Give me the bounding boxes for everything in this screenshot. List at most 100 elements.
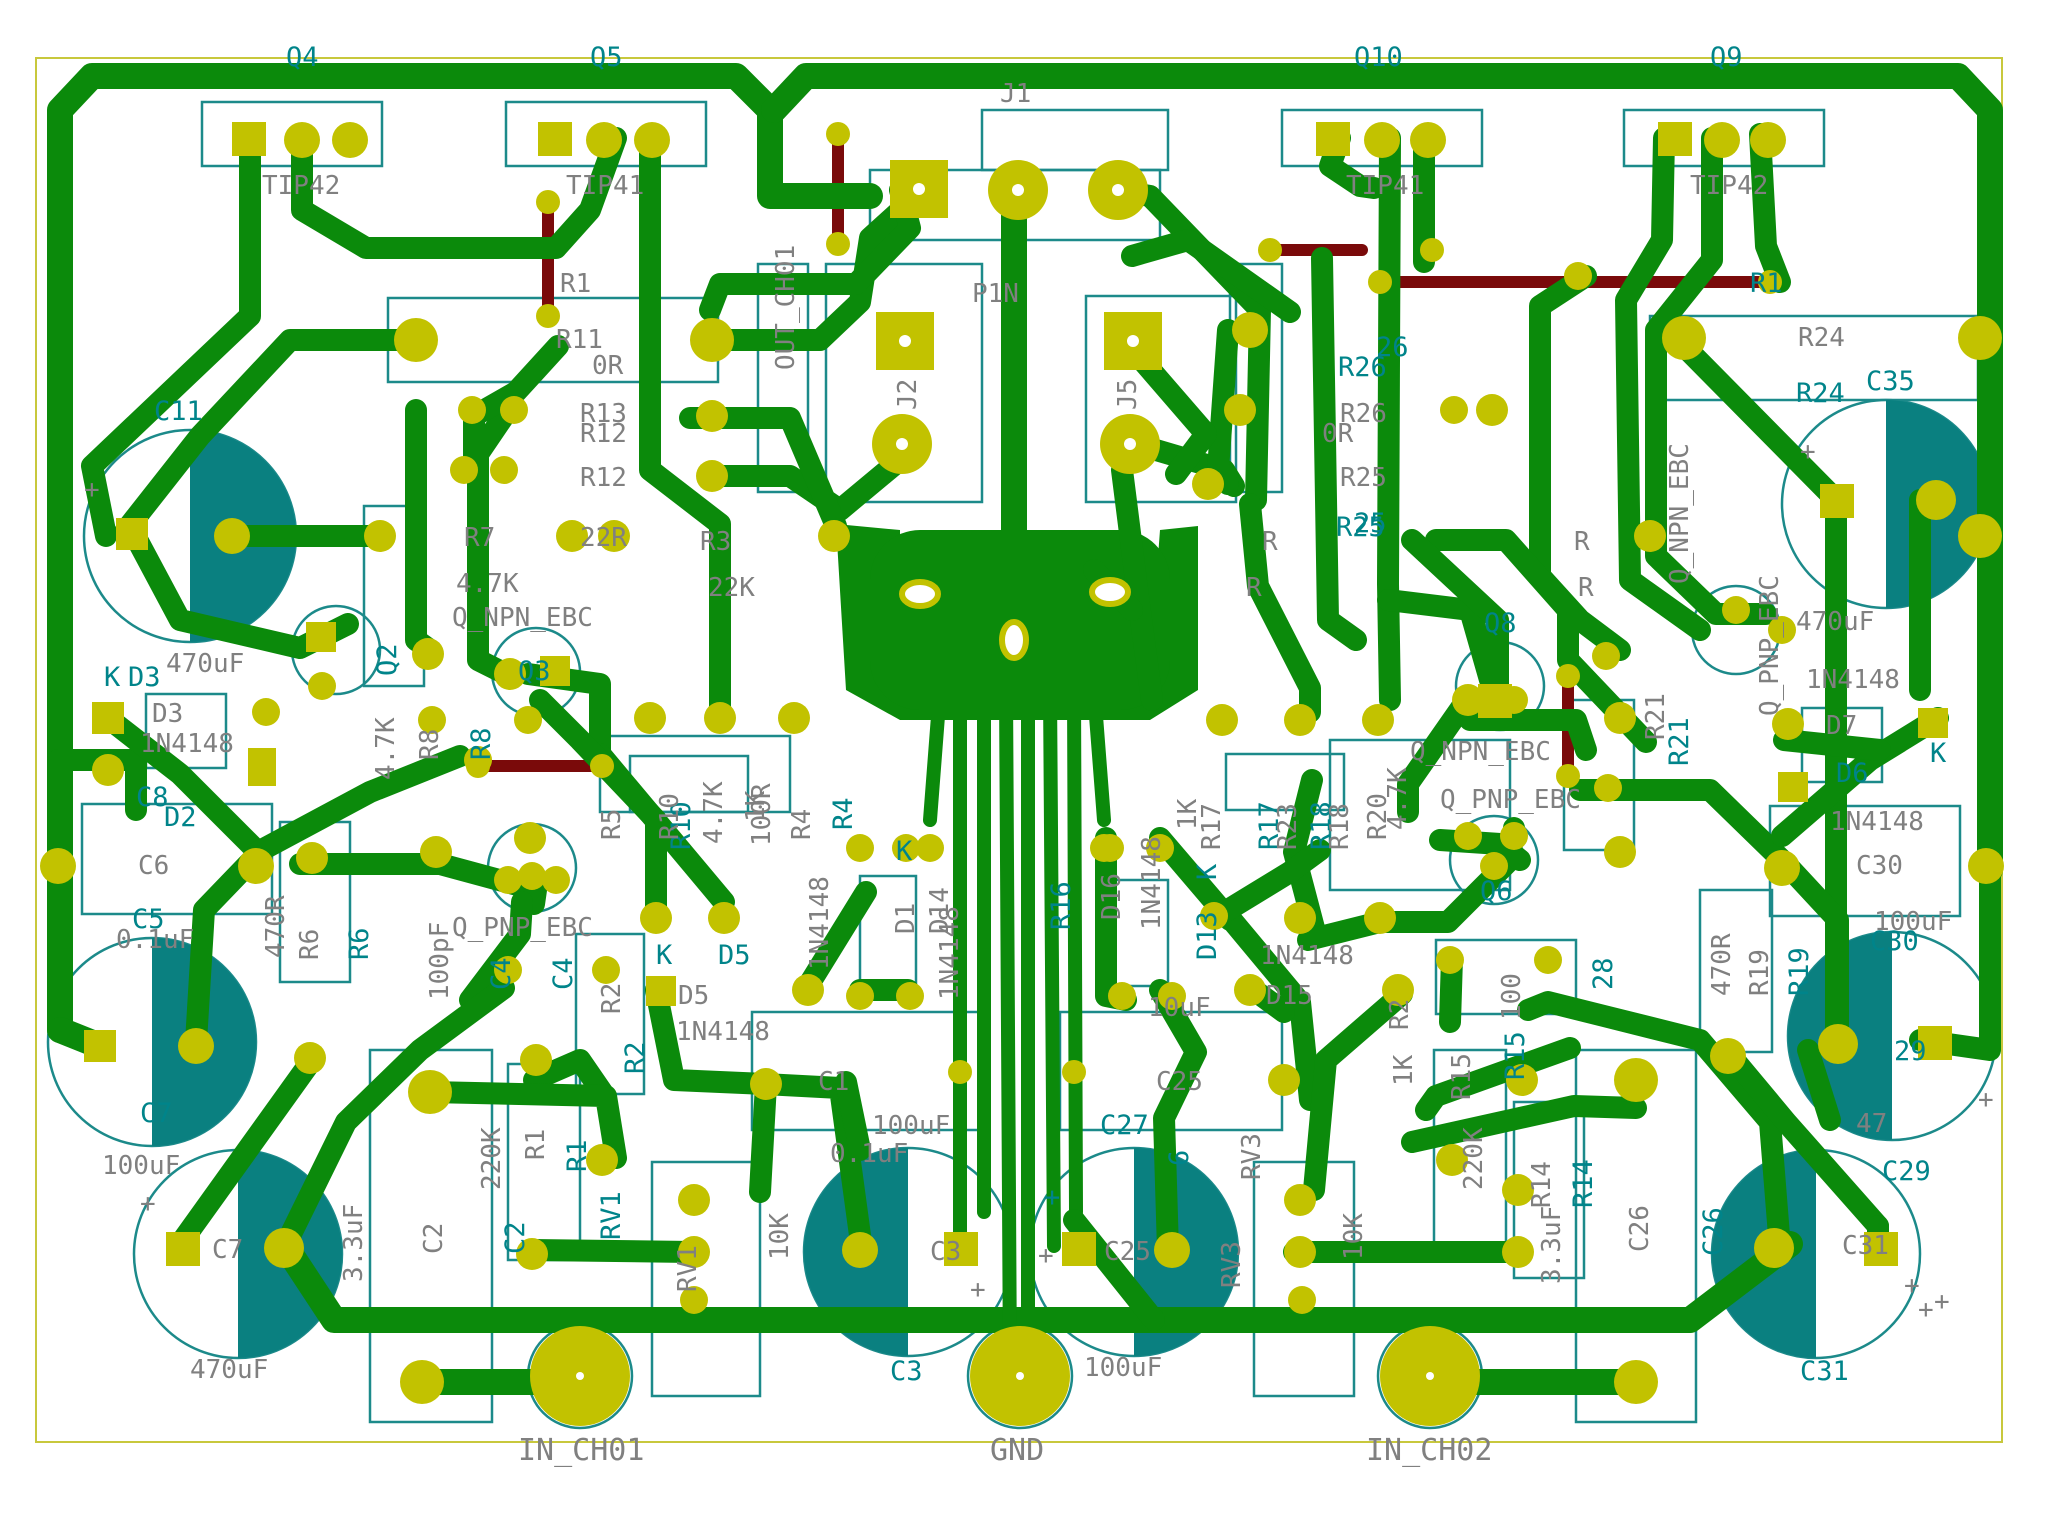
svg-text:C27: C27 xyxy=(1100,1110,1149,1141)
svg-text:K: K xyxy=(656,940,673,971)
svg-text:22R: 22R xyxy=(580,523,627,553)
svg-text:R20: R20 xyxy=(1363,793,1393,840)
svg-text:R4: R4 xyxy=(787,809,817,840)
svg-text:Q2: Q2 xyxy=(372,643,403,676)
svg-text:47: 47 xyxy=(1856,1109,1887,1139)
svg-text:Q5: Q5 xyxy=(590,42,623,73)
svg-text:28: 28 xyxy=(1588,957,1619,990)
svg-text:470R: 470R xyxy=(1707,933,1737,996)
svg-text:R: R xyxy=(1262,527,1278,557)
svg-text:R1: R1 xyxy=(560,269,591,299)
svg-text:C4: C4 xyxy=(548,957,579,990)
svg-text:R19: R19 xyxy=(1745,949,1775,996)
svg-text:D1: D1 xyxy=(891,903,921,934)
svg-text:K: K xyxy=(104,662,121,693)
svg-text:D3: D3 xyxy=(152,699,183,729)
svg-text:R18: R18 xyxy=(1325,803,1355,850)
svg-text:1N4148: 1N4148 xyxy=(1260,941,1354,971)
svg-text:C26: C26 xyxy=(1625,1205,1655,1252)
svg-text:+: + xyxy=(140,1189,156,1219)
svg-text:220K: 220K xyxy=(1459,1127,1489,1190)
svg-text:RV1: RV1 xyxy=(596,1191,627,1240)
svg-text:TIP42: TIP42 xyxy=(1690,171,1768,201)
svg-text:C30: C30 xyxy=(1856,851,1903,881)
svg-text:C3: C3 xyxy=(930,1237,961,1267)
svg-text:+: + xyxy=(1934,1287,1950,1317)
svg-text:R6: R6 xyxy=(295,929,325,960)
svg-text:R26: R26 xyxy=(1338,352,1387,383)
svg-text:D13: D13 xyxy=(1192,911,1223,960)
svg-text:4.7K: 4.7K xyxy=(699,781,729,844)
pad-holes xyxy=(576,183,1434,1380)
svg-text:+: + xyxy=(970,1275,986,1305)
svg-text:+: + xyxy=(1978,1085,1994,1115)
svg-text:J1: J1 xyxy=(1000,79,1031,109)
svg-text:22K: 22K xyxy=(708,573,755,603)
svg-text:P1N: P1N xyxy=(972,279,1019,309)
svg-text:+: + xyxy=(1904,1271,1920,1301)
svg-text:C8: C8 xyxy=(136,782,169,813)
svg-text:10K: 10K xyxy=(765,1213,795,1260)
svg-text:R24: R24 xyxy=(1798,323,1845,353)
svg-text:0.1uF: 0.1uF xyxy=(116,925,194,955)
svg-text:K: K xyxy=(896,836,913,867)
silkscreen-labels: Q4 Q5 Q10 Q9 TIP42 TIP41 TIP41 TIP42 R1 … xyxy=(84,42,1994,1387)
svg-text:0R: 0R xyxy=(592,351,624,381)
svg-text:100uF: 100uF xyxy=(102,1151,180,1181)
svg-text:C7: C7 xyxy=(212,1235,243,1265)
svg-text:R8: R8 xyxy=(415,729,445,760)
svg-text:R18: R18 xyxy=(1306,801,1337,850)
svg-text:470R: 470R xyxy=(261,895,291,958)
svg-text:Q_NPN_EBC: Q_NPN_EBC xyxy=(452,603,593,633)
front-copper xyxy=(47,63,2003,1395)
svg-text:1N4148: 1N4148 xyxy=(805,876,835,970)
svg-text:4.7K: 4.7K xyxy=(456,569,519,599)
svg-text:R24: R24 xyxy=(1796,378,1845,409)
svg-text:C7: C7 xyxy=(140,1098,173,1129)
svg-text:TIP42: TIP42 xyxy=(262,171,340,201)
svg-text:C35: C35 xyxy=(1866,366,1915,397)
svg-text:0R: 0R xyxy=(1322,419,1354,449)
svg-text:Q3: Q3 xyxy=(518,656,551,687)
svg-text:+: + xyxy=(84,475,100,505)
svg-text:RV1: RV1 xyxy=(673,1245,703,1292)
svg-text:D2: D2 xyxy=(164,802,197,833)
svg-text:10K: 10K xyxy=(1339,1213,1369,1260)
svg-text:Q_NPN_EBC: Q_NPN_EBC xyxy=(1410,737,1551,767)
svg-text:C2: C2 xyxy=(500,1221,531,1254)
svg-text:OUT_CH01: OUT_CH01 xyxy=(771,245,801,370)
svg-text:TIP41: TIP41 xyxy=(566,171,644,201)
svg-text:+: + xyxy=(1800,437,1816,467)
svg-text:R21: R21 xyxy=(1664,717,1695,766)
svg-text:D15: D15 xyxy=(1266,981,1313,1011)
svg-text:R8: R8 xyxy=(466,727,497,760)
svg-text:R26: R26 xyxy=(1340,399,1387,429)
svg-text:C25: C25 xyxy=(1156,1067,1203,1097)
svg-text:25: 25 xyxy=(1354,508,1387,539)
svg-text:+: + xyxy=(1038,1241,1054,1271)
svg-text:470uF: 470uF xyxy=(166,649,244,679)
svg-text:R14: R14 xyxy=(1527,1161,1557,1208)
svg-text:R14: R14 xyxy=(1568,1159,1599,1208)
svg-text:100R: 100R xyxy=(747,783,777,846)
svg-text:R17: R17 xyxy=(1254,801,1285,850)
svg-text:1K: 1K xyxy=(1389,1054,1419,1086)
svg-text:K: K xyxy=(1192,863,1223,880)
svg-text:100uF: 100uF xyxy=(872,1111,950,1141)
svg-text:R15: R15 xyxy=(1500,1031,1531,1080)
svg-text:C29: C29 xyxy=(1882,1156,1931,1187)
svg-text:C31: C31 xyxy=(1842,1231,1889,1261)
svg-text:1N4148: 1N4148 xyxy=(1806,665,1900,695)
svg-text:4.7K: 4.7K xyxy=(371,717,401,780)
svg-text:R12: R12 xyxy=(580,463,627,493)
svg-text:RV3: RV3 xyxy=(1237,1133,1267,1180)
svg-text:D14: D14 xyxy=(925,887,955,934)
svg-text:R3: R3 xyxy=(700,527,731,557)
svg-text:100pF: 100pF xyxy=(425,922,455,1000)
svg-text:J5: J5 xyxy=(1113,379,1143,410)
svg-text:C26: C26 xyxy=(1698,1207,1729,1256)
svg-text:R2: R2 xyxy=(1385,999,1415,1030)
svg-text:+: + xyxy=(1044,1182,1060,1213)
svg-text:6: 6 xyxy=(1164,1150,1195,1166)
